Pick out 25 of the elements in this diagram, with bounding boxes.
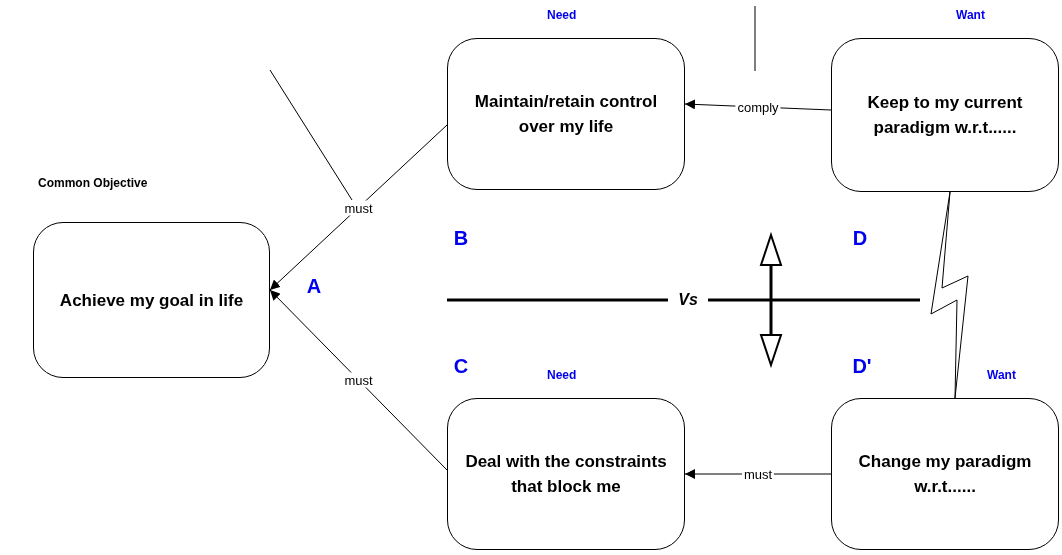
rounded-box	[33, 222, 270, 378]
quadrant-letter: D	[852, 226, 868, 250]
arrow	[269, 124, 448, 291]
box-text: Change my paradigm w.r.t......	[857, 451, 1033, 498]
box-caption: Want	[956, 8, 985, 22]
box-text: Achieve my goal in life	[58, 289, 245, 312]
rounded-box	[831, 398, 1059, 550]
quadrant-letter: B	[453, 226, 469, 250]
quadrant-letter: C	[453, 354, 469, 378]
box-caption: Common Objective	[38, 176, 148, 190]
arrow	[269, 289, 448, 471]
box-caption: Need	[547, 368, 577, 382]
edge-label: must	[342, 372, 375, 388]
edge-label: must	[342, 200, 375, 215]
rounded-box	[447, 38, 685, 190]
box-caption: Want	[987, 368, 1016, 382]
quadrant-letter: D'	[852, 354, 872, 378]
box-text: Maintain/retain control over my life	[473, 91, 659, 138]
quadrant-letter: A	[306, 274, 322, 298]
box-caption: Need	[547, 8, 577, 22]
rounded-box	[831, 38, 1059, 192]
box-text: Keep to my current paradigm w.r.t......	[866, 92, 1024, 139]
box-text: Deal with the constraints that block me	[464, 451, 668, 498]
rounded-box	[447, 398, 685, 550]
conflict-bolt	[930, 191, 969, 399]
